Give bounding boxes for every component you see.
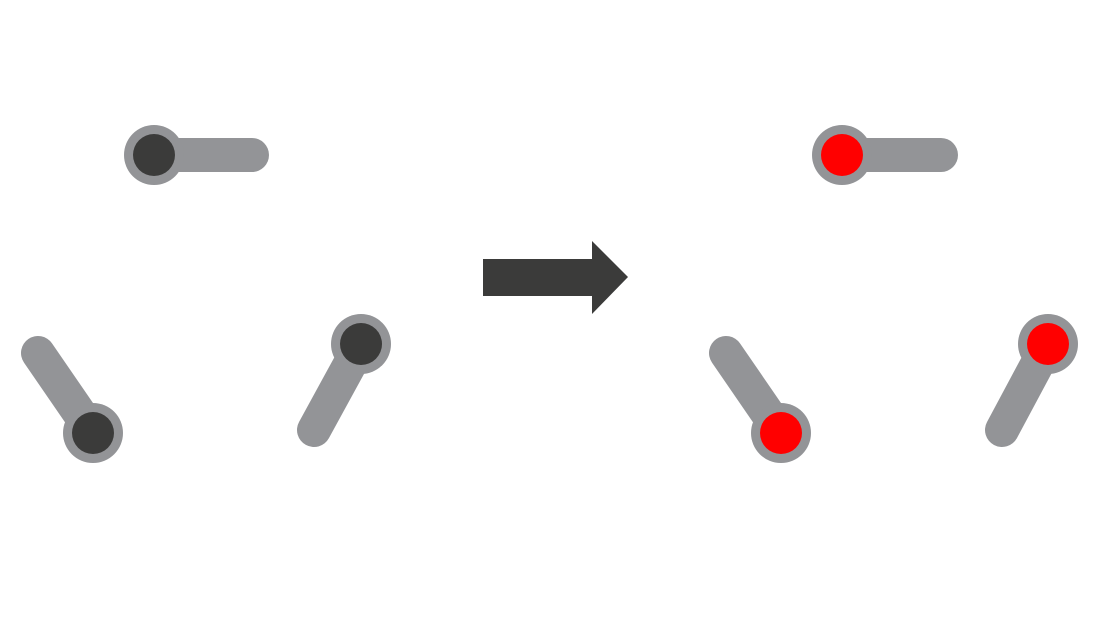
pin-top [812,125,958,185]
pin-head [821,134,863,176]
transition-arrow [483,241,628,314]
pin-bottom-right [985,314,1078,447]
pin-head [72,412,114,454]
panel-before [21,125,391,463]
pin-bottom-left [709,336,811,463]
pin-top [124,125,269,185]
pin-head [1027,323,1069,365]
pin-bottom-left [21,336,123,463]
panel-after [709,125,1078,463]
pin-head [133,134,175,176]
pin-bottom-right [297,314,391,447]
arrow-right-icon [483,241,628,314]
pin-head [760,412,802,454]
pin-head [340,323,382,365]
